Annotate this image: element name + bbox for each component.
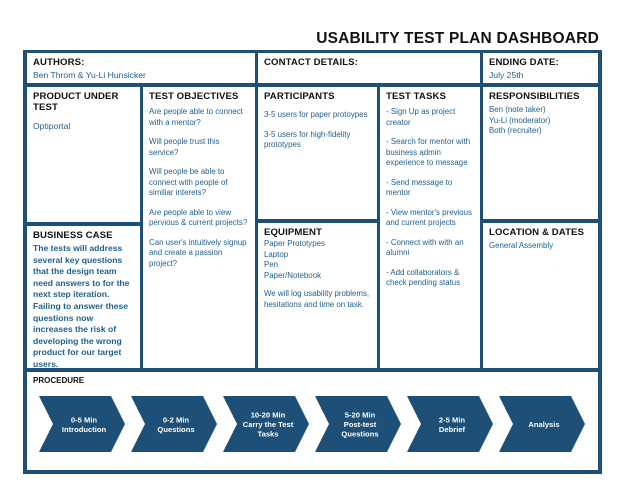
ending-date-label: ENDING DATE: [489, 57, 559, 68]
responsibilities-section: RESPONSIBILITIES Ben (note taker) Yu-Li … [483, 87, 598, 219]
location-dates-section: LOCATION & DATES General Assembly [483, 223, 598, 368]
participant-item: 3-5 users for paper protoypes [264, 110, 368, 119]
dashboard-title: USABILITY TEST PLAN DASHBOARD [316, 30, 599, 47]
business-case-label: BUSINESS CASE [33, 230, 113, 241]
task-item: - Add collaborators & check pending stat… [386, 267, 461, 288]
dashboard-frame: AUTHORS: Ben Throm & Yu-Li Hunsicker CON… [23, 50, 602, 474]
objective-item: Are people able to connect with a mentor… [149, 107, 243, 127]
equipment-item: Pen [264, 260, 279, 269]
objective-item: Will people be able to connect with peop… [149, 167, 228, 197]
responsibility-item: Yu-Li (moderator) [489, 115, 551, 125]
procedure-step-text: 2-5 Min [439, 415, 466, 424]
responsibility-item: Ben (note taker) [489, 105, 546, 114]
test-tasks-label: TEST TASKS [386, 91, 446, 102]
product-label: PRODUCT UNDER TEST [33, 91, 119, 113]
procedure-step-text: Post-test [344, 420, 377, 429]
procedure-step-text: Questions [157, 425, 194, 434]
participant-item: 3-5 users for high-fidelity prototypes [264, 129, 351, 150]
equipment-item: Paper Prototypes [264, 239, 325, 248]
authors-label: AUTHORS: [33, 57, 85, 68]
location-value: General Assembly [489, 241, 554, 250]
product-section: PRODUCT UNDER TEST Optiportal [27, 87, 140, 222]
procedure-step-chevron [315, 396, 401, 452]
procedure-step-text: Questions [341, 430, 378, 439]
objectives-label: TEST OBJECTIVES [149, 91, 239, 102]
procedure-label: PROCEDURE [33, 376, 85, 385]
procedure-step-chevron [223, 396, 309, 452]
task-item: - Connect with with an alumni [386, 237, 464, 258]
equipment-section: EQUIPMENT Paper Prototypes Laptop Pen Pa… [258, 223, 377, 368]
objectives-section: TEST OBJECTIVES Are people able to conne… [143, 87, 255, 368]
procedure-step-text: 10-20 Min [251, 411, 286, 420]
task-item: - Search for mentor with business admin … [386, 137, 471, 167]
equipment-item: Paper/Notebook [264, 270, 322, 280]
procedure-step-text: Tasks [258, 430, 279, 439]
ending-date-section: ENDING DATE: July 25th [483, 53, 598, 83]
procedure-step-text: Debrief [439, 425, 466, 434]
equipment-label: EQUIPMENT [264, 227, 322, 238]
contact-section: CONTACT DETAILS: [258, 53, 480, 83]
procedure-step-chevron [407, 396, 493, 452]
procedure-step-text: Analysis [528, 420, 559, 429]
procedure-step-chevron [131, 396, 217, 452]
procedure-step-chevron [39, 396, 125, 452]
responsibility-item: Both (recruiter) [489, 126, 542, 135]
equipment-item: Laptop [264, 249, 289, 259]
procedure-step-text: 0-2 Min [163, 415, 190, 424]
procedure-step-text: 5-20 Min [345, 411, 376, 420]
location-dates-label: LOCATION & DATES [489, 227, 585, 238]
contact-label: CONTACT DETAILS: [264, 57, 358, 68]
ending-date-value: July 25th [489, 70, 524, 80]
authors-value: Ben Throm & Yu-Li Hunsicker [33, 70, 146, 80]
procedure-step-text: Introduction [62, 425, 107, 434]
test-tasks-section: TEST TASKS - Sign Up as project creator … [380, 87, 480, 368]
objective-item: Are people able to view pervious & curre… [149, 207, 248, 228]
product-value: Optiportal [33, 121, 71, 131]
objective-item: Will people trust this service? [149, 137, 220, 157]
participants-label: PARTICIPANTS [264, 91, 335, 102]
equipment-note: We will log usability problems, hesitati… [264, 289, 370, 309]
task-item: - Send message to mentor [386, 177, 453, 198]
procedure-step-text: 0-5 Min [71, 415, 98, 424]
procedure-step-text: Carry the Test [243, 420, 294, 429]
business-case-section: BUSINESS CASE The tests will address sev… [27, 226, 140, 368]
objective-item: Can user's intuitively signup and create… [149, 237, 247, 268]
responsibilities-label: RESPONSIBILITIES [489, 91, 580, 102]
business-case-text: The tests will address several key quest… [33, 243, 130, 368]
task-item: - Sign Up as project creator [386, 107, 456, 127]
task-item: - View mentor's previous and current pro… [386, 207, 472, 228]
authors-section: AUTHORS: Ben Throm & Yu-Li Hunsicker [27, 53, 255, 83]
procedure-step-chevron [499, 396, 585, 452]
participants-section: PARTICIPANTS 3-5 users for paper protoyp… [258, 87, 377, 219]
